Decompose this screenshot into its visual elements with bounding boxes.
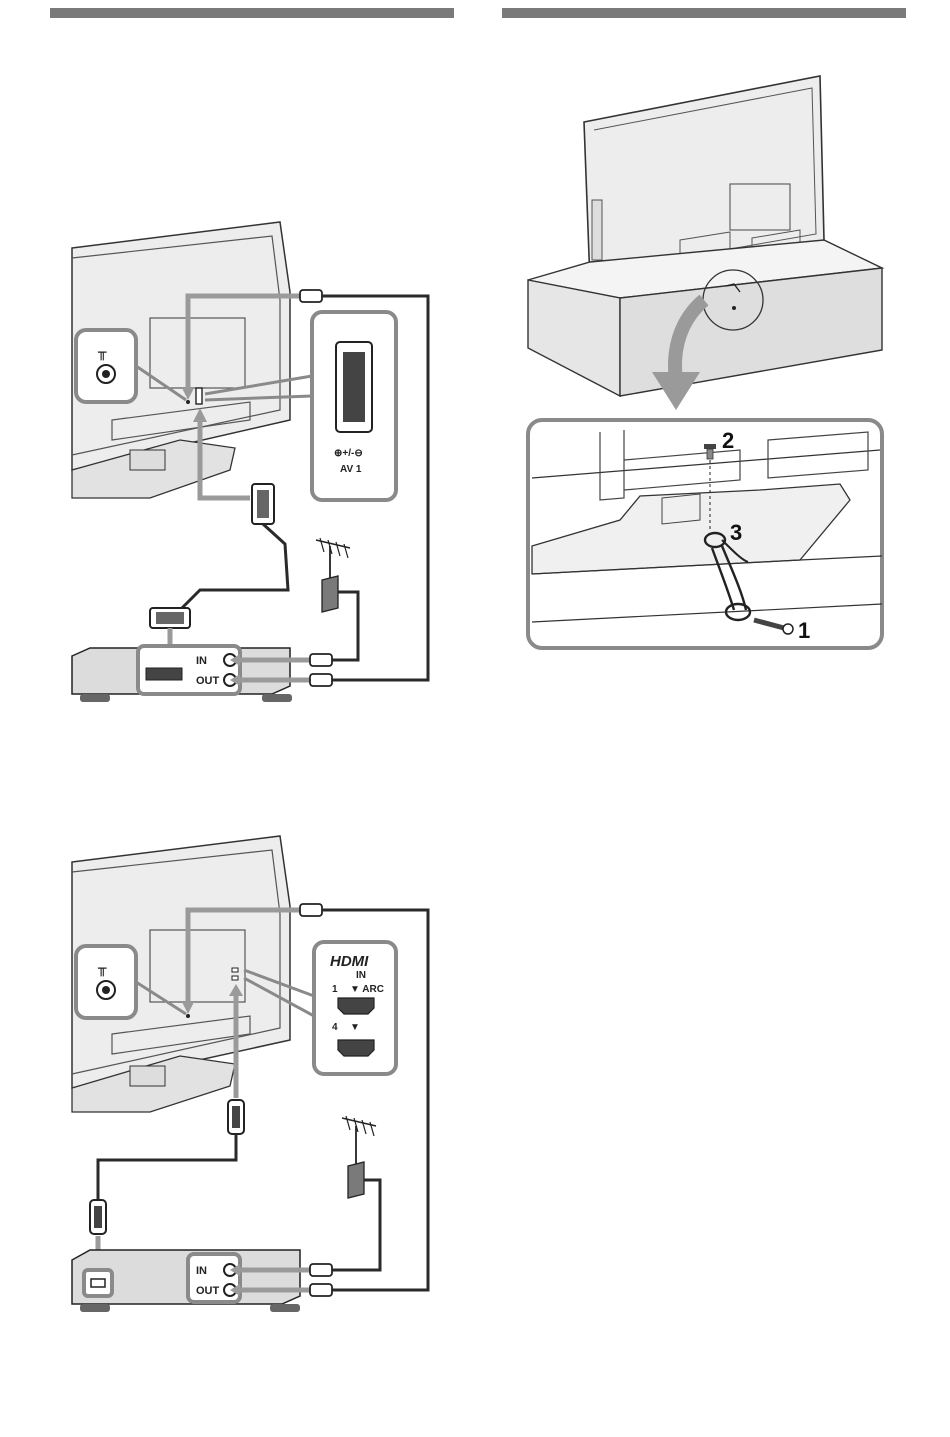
recorder-in-label-bottom: IN [196,1265,207,1277]
recorder-out-label-bottom: OUT [196,1285,220,1297]
furniture-front [528,280,620,396]
scart-connection-diagram: ╥ ⊕+/-⊖ AV 1 [72,222,428,702]
right-header-bar [502,8,906,18]
step-2-label: 2 [722,428,734,453]
hdmi-port1-icon [338,998,374,1014]
aerial-antenna-icon-bottom [342,1116,376,1164]
left-header-bar [50,8,454,18]
wall-socket-top [322,576,338,612]
svg-text:╥: ╥ [97,961,107,977]
recorder-out-label-top: OUT [196,675,220,687]
hdmi-in-label: IN [356,970,366,981]
hdmi-port4-tag: ▼ [350,1022,360,1033]
hdmi-port4-num: 4 [332,1022,338,1033]
scart-symbol-label: ⊕+/-⊖ [334,448,363,459]
hdmi-port1-arc: ▼ ARC [350,984,384,995]
svg-text:╥: ╥ [97,345,107,361]
wall-socket-bottom [348,1162,364,1198]
hdmi-logo: HDMI [330,953,369,970]
step-3-label: 3 [730,520,742,545]
scart-cable [180,524,288,610]
aerial-antenna-icon-top [316,538,350,580]
tv-securing-diagram: 2 3 1 [528,76,882,648]
recorder-in-label-top: IN [196,655,207,667]
hdmi-connection-diagram: ╥ HDMI IN 1 ▼ ARC 4 ▼ [72,836,428,1312]
hdmi-port1-num: 1 [332,984,338,995]
hdmi-port4-icon [338,1040,374,1056]
hdmi-cable [98,1134,236,1200]
rf-plug-top-bottom [300,904,322,916]
rf-plug-top [300,290,322,302]
scart-av1-label: AV 1 [340,464,362,475]
step-1-label: 1 [798,618,810,643]
